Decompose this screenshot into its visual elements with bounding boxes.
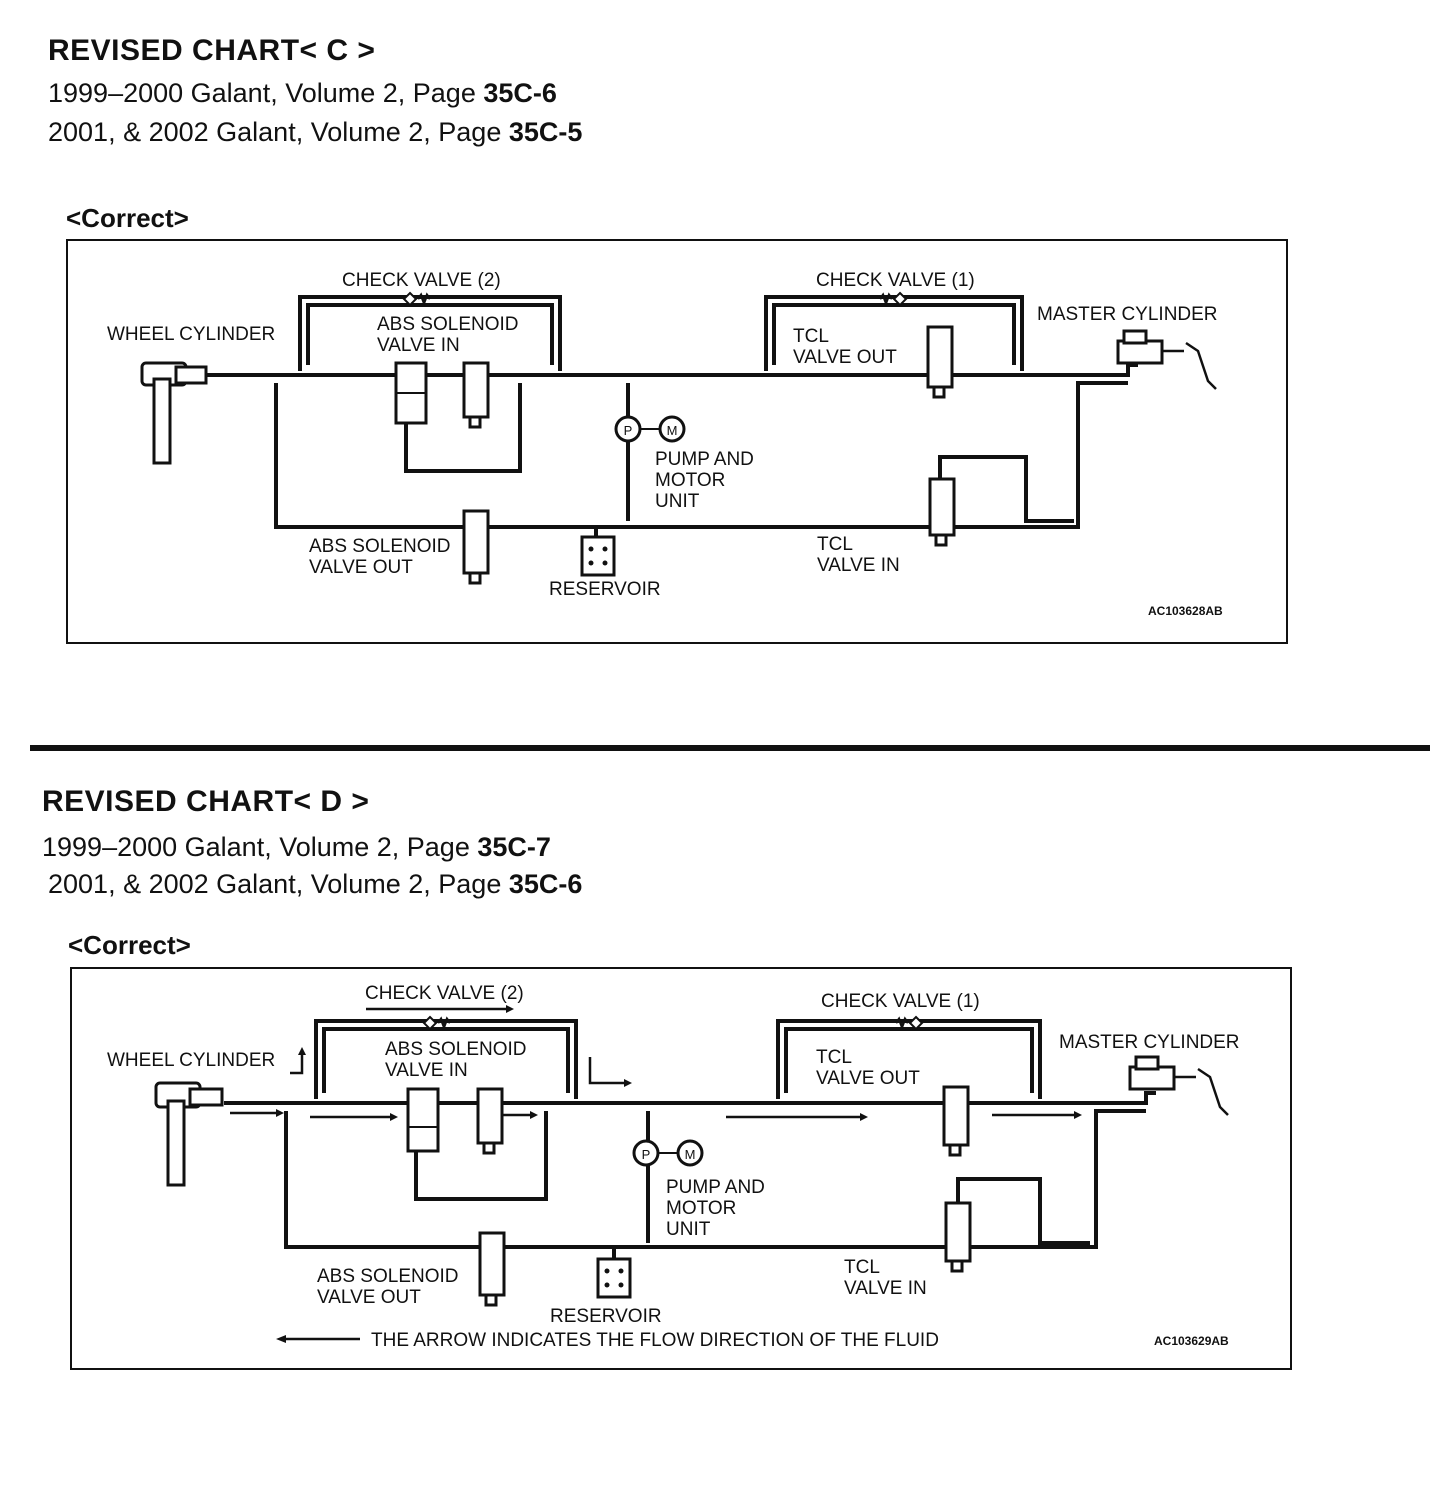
abs-valve-in-label-line1: ABS SOLENOID bbox=[377, 314, 519, 335]
tcl-valve-in-label-line1: TCL bbox=[844, 1257, 880, 1278]
page-number: 35C-6 bbox=[483, 78, 557, 108]
wheel-cylinder-label: WHEEL CYLINDER bbox=[107, 324, 275, 345]
abs-solenoid-valve-in-symbol bbox=[394, 361, 490, 429]
check-valve-2-inner-loop bbox=[322, 1027, 570, 1093]
chart-c-hydraulic-diagram: P M CHECK VALVE (2) CHECK VALVE (1) WHEE… bbox=[66, 239, 1288, 644]
master-cylinder-label: MASTER CYLINDER bbox=[1037, 304, 1218, 325]
main-line-upper bbox=[206, 363, 1138, 377]
reference-text: 2001, & 2002 Galant, Volume 2, Page bbox=[48, 117, 509, 147]
pump-label-line1: PUMP AND bbox=[666, 1177, 765, 1198]
master-cylinder-symbol bbox=[1128, 1055, 1229, 1116]
motor-symbol bbox=[658, 415, 686, 443]
reference-text: 1999–2000 Galant, Volume 2, Page bbox=[48, 78, 484, 108]
pump-p-label: P bbox=[642, 1147, 651, 1162]
section-divider bbox=[30, 745, 1430, 751]
tcl-valve-out-symbol bbox=[926, 325, 954, 399]
pump-label-line2: MOTOR bbox=[666, 1198, 736, 1219]
main-line-lower bbox=[284, 1109, 1146, 1257]
flow-arrows bbox=[230, 1005, 1082, 1121]
check-valve-1-label: CHECK VALVE (1) bbox=[821, 991, 980, 1012]
chart-d-reference-1: 1999–2000 Galant, Volume 2, Page 35C-7 bbox=[42, 832, 551, 863]
tcl-valve-in-symbol bbox=[944, 1201, 972, 1273]
abs-valve-out-label-line1: ABS SOLENOID bbox=[309, 536, 451, 557]
abs-solenoid-valve-out-symbol bbox=[462, 509, 490, 585]
reservoir-symbol bbox=[580, 535, 616, 577]
tcl-valve-in-symbol bbox=[928, 477, 956, 547]
check-valve-1-inner-loop bbox=[784, 1027, 1034, 1093]
chart-d-hydraulic-diagram: P M CHECK VALVE (2) CHECK VALVE (1) WHEE… bbox=[70, 967, 1292, 1370]
check-valve-1-label: CHECK VALVE (1) bbox=[816, 270, 975, 291]
pump-label-line1: PUMP AND bbox=[655, 449, 754, 470]
tcl-valve-out-symbol bbox=[942, 1085, 970, 1157]
motor-m-label: M bbox=[667, 423, 678, 438]
pump-label-line2: MOTOR bbox=[655, 470, 725, 491]
reference-text: 2001, & 2002 Galant, Volume 2, Page bbox=[48, 869, 509, 899]
check-valve-2-symbol bbox=[422, 1015, 451, 1031]
chart-c-reference-2: 2001, & 2002 Galant, Volume 2, Page 35C-… bbox=[48, 117, 582, 148]
check-valve-1-symbol bbox=[895, 1015, 924, 1031]
abs-valve-in-label-line2: VALVE IN bbox=[385, 1060, 468, 1081]
pump-label-line3: UNIT bbox=[655, 491, 700, 512]
legend-arrow bbox=[276, 1335, 360, 1343]
abs-valve-out-label-line1: ABS SOLENOID bbox=[317, 1266, 459, 1287]
tcl-in-loop bbox=[938, 455, 1074, 523]
diagram-frame bbox=[70, 967, 1292, 1370]
wheel-cylinder-label: WHEEL CYLINDER bbox=[107, 1050, 275, 1071]
flow-direction-legend: THE ARROW INDICATES THE FLOW DIRECTION O… bbox=[371, 1330, 939, 1351]
tcl-valve-in-label-line2: VALVE IN bbox=[817, 555, 900, 576]
chart-d-correct-label: <Correct> bbox=[68, 930, 191, 960]
abs-solenoid-valve-in-symbol bbox=[406, 1087, 504, 1155]
abs-valve-out-label-line2: VALVE OUT bbox=[309, 557, 413, 578]
check-valve-2-inner-loop bbox=[306, 303, 554, 365]
check-valve-1-inner-loop bbox=[772, 303, 1016, 365]
chart-c-title: REVISED CHART< C > bbox=[48, 34, 376, 67]
abs-valve-in-label-line1: ABS SOLENOID bbox=[385, 1039, 527, 1060]
abs-solenoid-valve-out-symbol bbox=[478, 1231, 506, 1307]
motor-m-label: M bbox=[685, 1147, 696, 1162]
abs-valve-out-label-line2: VALVE OUT bbox=[317, 1287, 421, 1308]
page-number: 35C-7 bbox=[477, 832, 551, 862]
tcl-valve-in-label-line2: VALVE IN bbox=[844, 1278, 927, 1299]
chart-c-reference-1: 1999–2000 Galant, Volume 2, Page 35C-6 bbox=[48, 78, 557, 109]
abs-inlet-loop bbox=[414, 1111, 548, 1201]
reference-text: 1999–2000 Galant, Volume 2, Page bbox=[42, 832, 478, 862]
reservoir-label: RESERVOIR bbox=[550, 1306, 662, 1327]
figure-code: AC103629AB bbox=[1154, 1334, 1229, 1348]
reservoir-symbol bbox=[596, 1257, 632, 1299]
diagram-frame bbox=[66, 239, 1288, 644]
page-number: 35C-6 bbox=[508, 869, 583, 899]
tcl-valve-in-label-line1: TCL bbox=[817, 534, 853, 555]
reservoir-label: RESERVOIR bbox=[549, 579, 661, 600]
abs-valve-in-label-line2: VALVE IN bbox=[377, 335, 460, 356]
pump-label-line3: UNIT bbox=[666, 1219, 711, 1240]
check-valve-2-symbol bbox=[402, 291, 431, 307]
abs-inlet-loop bbox=[404, 383, 522, 473]
tcl-in-loop bbox=[956, 1177, 1090, 1245]
check-valve-2-label: CHECK VALVE (2) bbox=[342, 270, 501, 291]
chart-d-reference-2: 2001, & 2002 Galant, Volume 2, Page 35C-… bbox=[48, 869, 582, 900]
check-valve-1-loop bbox=[764, 295, 1024, 371]
check-valve-1-symbol bbox=[879, 291, 908, 307]
main-line-upper bbox=[224, 1091, 1156, 1105]
page-number: 35C-5 bbox=[508, 117, 583, 147]
tcl-valve-out-label-line2: VALVE OUT bbox=[793, 347, 897, 368]
tcl-valve-out-label-line1: TCL bbox=[816, 1047, 852, 1068]
check-valve-2-label: CHECK VALVE (2) bbox=[365, 983, 524, 1004]
chart-d-title: REVISED CHART< D > bbox=[42, 785, 370, 818]
wheel-cylinder-symbol bbox=[140, 361, 208, 465]
chart-c-correct-label: <Correct> bbox=[66, 203, 189, 233]
master-cylinder-symbol bbox=[1116, 329, 1217, 390]
tcl-valve-out-label-line1: TCL bbox=[793, 326, 829, 347]
pump-p-label: P bbox=[624, 423, 633, 438]
figure-code: AC103628AB bbox=[1148, 604, 1223, 618]
wheel-cylinder-symbol bbox=[154, 1081, 224, 1187]
check-valve-1-loop bbox=[776, 1019, 1042, 1099]
motor-symbol bbox=[676, 1139, 704, 1167]
master-cylinder-label: MASTER CYLINDER bbox=[1059, 1032, 1240, 1053]
tcl-valve-out-label-line2: VALVE OUT bbox=[816, 1068, 920, 1089]
